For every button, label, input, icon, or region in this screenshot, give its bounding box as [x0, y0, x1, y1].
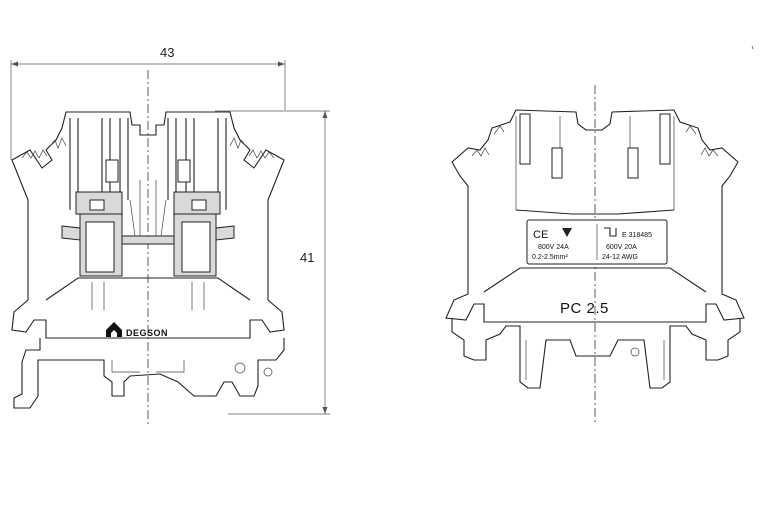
left-grip-teeth-left	[21, 149, 48, 159]
right-din-foot	[451, 318, 741, 389]
left-brand-logo: DEGSON	[106, 322, 168, 338]
brand-name: DEGSON	[126, 328, 168, 338]
right-channel-right-outer	[659, 113, 671, 165]
right-teeth-left-top	[493, 125, 505, 135]
approval-triangle-icon	[562, 228, 572, 237]
right-mark: E 318485	[622, 232, 652, 239]
left-base-slope	[45, 277, 251, 301]
ce-mark: CE	[533, 229, 548, 241]
left-grip-teeth-right-upper	[229, 137, 247, 149]
right-foot-inner	[525, 340, 665, 380]
right-teeth-right	[700, 147, 719, 157]
width-label: 43	[160, 45, 174, 60]
left-housing-outline	[11, 111, 285, 339]
left-screw-head-right	[191, 199, 207, 211]
left-clamp-window-right	[181, 221, 211, 273]
left-slot-left	[105, 159, 119, 183]
left-center-bridge	[129, 180, 167, 237]
right-base-slope	[483, 267, 707, 293]
right-housing-outline	[445, 109, 745, 323]
model-name: PC 2.5	[560, 300, 609, 317]
left-rating-line2: 0.2-2.5mm²	[532, 254, 568, 261]
right-channel-lines	[515, 116, 675, 210]
left-channel-lines-right	[167, 118, 227, 210]
left-base-ribs	[91, 282, 205, 310]
left-foot-inner	[111, 360, 185, 373]
brand-house-icon	[106, 322, 122, 337]
left-rating-line1: 800V 24A	[538, 244, 569, 251]
left-slot-right	[177, 159, 191, 183]
right-rating-line1: 600V 20A	[606, 244, 637, 251]
right-channel-left-outer	[519, 113, 531, 165]
width-dimension: 43	[10, 45, 286, 160]
left-channel-lines-left	[69, 118, 129, 210]
right-slot-right	[627, 147, 639, 179]
left-wire-entry-left	[61, 225, 81, 241]
left-grip-teeth-left-upper	[49, 137, 67, 149]
right-teeth-left	[471, 147, 490, 157]
right-tick-mark	[751, 45, 754, 50]
right-rating-line2: 24-12 AWG	[602, 254, 638, 261]
left-foot-hole-2	[263, 367, 273, 377]
left-current-bar	[121, 235, 175, 245]
left-din-foot	[13, 338, 285, 409]
left-view: 43 41	[10, 45, 330, 425]
ul-mark-icon	[604, 227, 617, 237]
height-dimension: 41	[215, 110, 330, 415]
right-view: CE 800V 24A 0.2-2.5mm² E 318485 600V 20A…	[445, 45, 754, 425]
left-clamp-window-left	[85, 221, 115, 273]
right-top-base	[515, 209, 675, 215]
left-grip-teeth-right	[248, 149, 275, 159]
left-wire-entry-right	[215, 225, 235, 241]
height-label: 41	[300, 250, 314, 265]
left-screw-head-left	[89, 199, 105, 211]
right-foot-hole	[630, 347, 640, 357]
left-foot-hole	[234, 362, 246, 374]
right-slot-left	[551, 147, 563, 179]
right-teeth-right-top	[685, 125, 697, 135]
